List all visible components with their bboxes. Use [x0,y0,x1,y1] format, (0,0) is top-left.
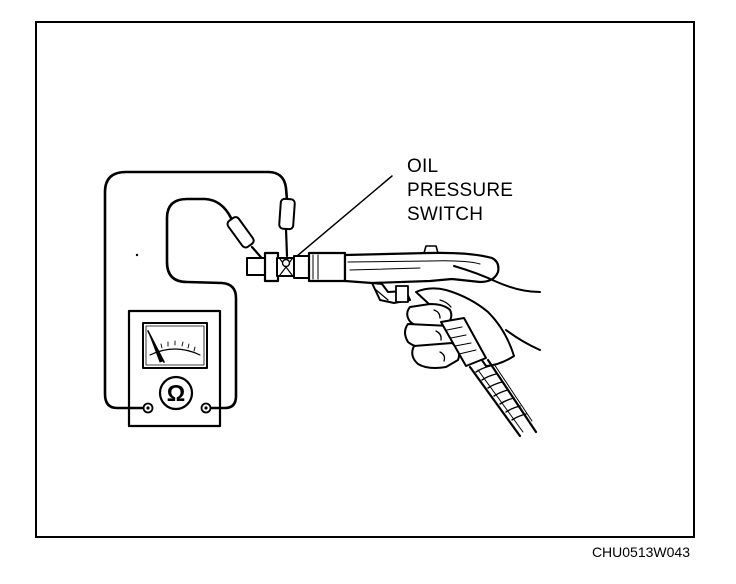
pressure-gauge-gun-icon [293,245,500,304]
meter-ohm-symbol: Ω [167,380,185,406]
test-probe-icon [278,197,296,258]
gauge-hose [440,317,538,438]
callout-label-line-2: PRESSURE [407,180,513,201]
callout-leader-line [296,175,393,257]
test-lead-inner [165,197,238,410]
callout-label-line-1: OIL [407,156,438,177]
test-lead-outer [103,170,289,410]
stray-mark [135,253,139,257]
ohmmeter-icon [127,309,222,428]
callout-label-line-3: SWITCH [407,204,483,225]
figure-code: CHU0513W043 [592,544,690,560]
